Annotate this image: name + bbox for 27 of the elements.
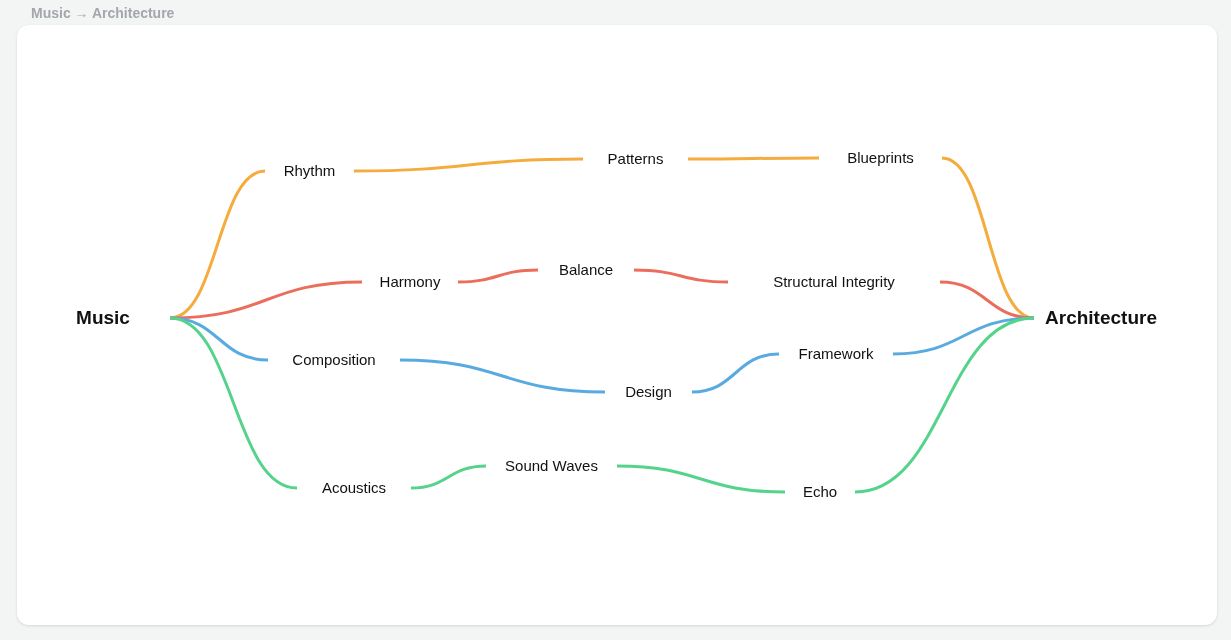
connector-curve: [169, 316, 298, 490]
connector-curve: [688, 156, 819, 161]
endpoint-label: Architecture: [1045, 306, 1157, 330]
diagram-title: Music → Architecture: [31, 4, 175, 22]
connector-curve: [633, 268, 729, 284]
topic-label: Rhythm: [283, 161, 336, 181]
connector-curve: [169, 280, 363, 320]
connector-curve: [691, 352, 780, 394]
connector-curve: [854, 316, 1035, 494]
topic-label: Echo: [802, 482, 838, 502]
connector-curve: [616, 464, 786, 494]
topic-label: Blueprints: [847, 148, 914, 168]
topic-label: Structural Integrity: [773, 272, 895, 292]
topic-label: Harmony: [379, 272, 441, 292]
topic-label: Acoustics: [321, 478, 387, 498]
endpoint-label: Music: [76, 306, 130, 330]
topic-label: Sound Waves: [505, 456, 598, 476]
connector-curve: [457, 268, 539, 284]
connector-curve: [354, 157, 583, 173]
connector-curve: [399, 358, 606, 394]
topic-label: Design: [625, 382, 672, 402]
connector-curve: [410, 464, 487, 490]
topic-label: Patterns: [607, 149, 664, 169]
topic-label: Composition: [292, 350, 376, 370]
topic-label: Framework: [798, 344, 874, 364]
topic-label: Balance: [558, 260, 614, 280]
connector-curve: [939, 280, 1035, 320]
